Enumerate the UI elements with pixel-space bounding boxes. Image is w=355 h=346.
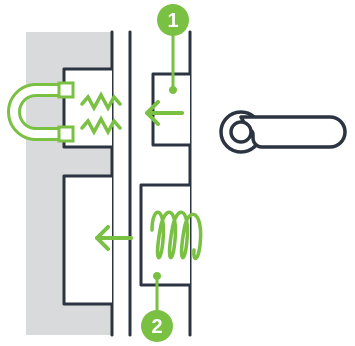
badge-2: 2 [141, 310, 173, 342]
door-handle-icon [219, 110, 347, 154]
magnetic-field-icon [80, 91, 122, 136]
badge-1-label: 1 [167, 10, 178, 32]
magnet-icon [7, 81, 75, 143]
badge-2-label: 2 [151, 316, 162, 338]
bolt-arrow-left-icon [95, 225, 133, 251]
callout-2-dot [153, 272, 161, 280]
callout-1-dot [169, 86, 177, 94]
arrow-left-icon [145, 100, 184, 126]
spring-coil-icon [150, 210, 203, 261]
badge-1: 1 [157, 4, 189, 36]
lower-strike-pocket [62, 174, 112, 306]
lower-bolt-housing [139, 183, 190, 287]
upper-strike-pocket [62, 67, 112, 149]
